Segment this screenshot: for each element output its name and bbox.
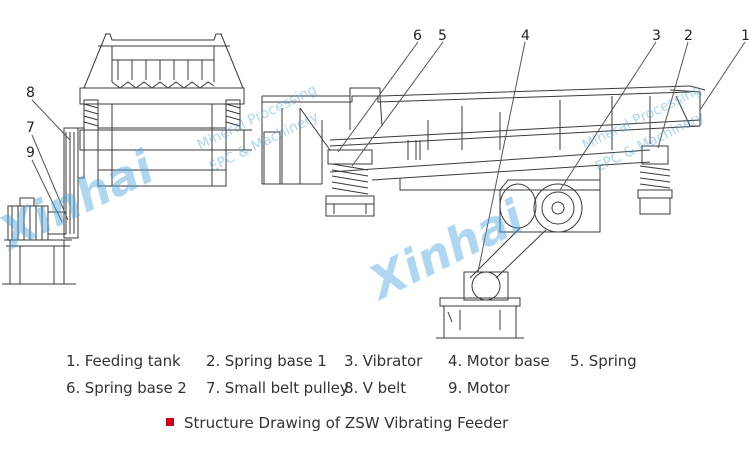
callout-4: 4	[521, 28, 530, 44]
callout-6: 6	[413, 28, 422, 44]
callout-labels: 1 2 3 4 5 6 7 8 9	[26, 28, 750, 161]
legend-item-v-belt: 8. V belt	[344, 379, 407, 397]
legend-item-small-belt-pulley: 7. Small belt pulley	[206, 379, 349, 397]
callout-8: 8	[26, 85, 35, 101]
legend-item-spring-base-1: 2. Spring base 1	[206, 352, 327, 370]
legend-item-motor-base: 4. Motor base	[448, 352, 550, 370]
end-view	[2, 33, 252, 285]
legend-item-motor: 9. Motor	[448, 379, 510, 397]
legend-item-spring-base-2: 6. Spring base 2	[66, 379, 187, 397]
caption-bullet	[166, 418, 174, 426]
callout-3: 3	[652, 28, 661, 44]
side-view	[261, 85, 706, 339]
callout-9: 9	[26, 145, 35, 161]
callout-leaders	[31, 41, 746, 273]
svg-text:Xinhai: Xinhai	[0, 139, 163, 261]
figure-caption: Structure Drawing of ZSW Vibrating Feede…	[166, 414, 508, 432]
watermark: Xinhai Mineral Processing EPC & Machiner…	[0, 82, 707, 311]
legend-item-feeding-tank: 1. Feeding tank	[66, 352, 181, 370]
callout-7: 7	[26, 120, 35, 136]
callout-1: 1	[741, 28, 750, 44]
caption-text: Structure Drawing of ZSW Vibrating Feede…	[184, 414, 509, 432]
callout-2: 2	[684, 28, 693, 44]
callout-5: 5	[438, 28, 447, 44]
legend-item-spring: 5. Spring	[570, 352, 637, 370]
svg-text:Xinhai: Xinhai	[358, 189, 532, 311]
legend-item-vibrator: 3. Vibrator	[344, 352, 423, 370]
